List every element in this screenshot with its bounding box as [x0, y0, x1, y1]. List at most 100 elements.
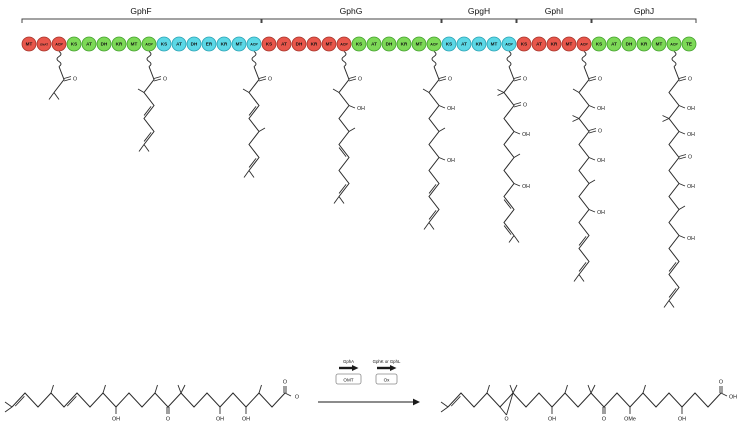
domain-label: KR [551, 42, 558, 47]
carbonyl-bond [153, 78, 162, 82]
domain-at [171, 36, 187, 52]
domain-label: ER [206, 42, 213, 47]
methyl-tick [512, 384, 518, 394]
double-bond [143, 132, 152, 142]
atom-label-o: O [598, 77, 602, 83]
atom-label-o: O [719, 380, 723, 386]
carbonyl-bond [513, 102, 522, 105]
atom-label-terminal: OH [729, 395, 737, 401]
ppant-squiggle [581, 51, 587, 67]
carbonyl-bond [588, 76, 597, 79]
domain-label: ACP [145, 43, 153, 47]
atom-label-o: O [166, 417, 170, 423]
domain-ks [591, 36, 607, 52]
carbonyl-bond [153, 76, 162, 79]
epoxide-bond [499, 406, 507, 416]
domain-at [606, 36, 622, 52]
double-bond [503, 199, 512, 209]
methyl-tick [678, 205, 686, 210]
domain-mt [651, 36, 667, 52]
domain-label: ACP [430, 43, 438, 47]
double-bond [143, 106, 152, 116]
protein-label-gpgh: GpgH [468, 6, 490, 16]
methyl-tick [177, 384, 182, 394]
methyl-tick [258, 384, 262, 394]
hydroxyl-bond [513, 131, 521, 135]
carbonyl-bond [678, 154, 687, 157]
hydroxyl-bond [348, 105, 356, 109]
domain-label: MT [131, 42, 138, 47]
methyl-tick [348, 127, 356, 132]
protein-label-gphg: GphG [340, 6, 363, 16]
atom-label-oh: OH [242, 417, 250, 423]
double-bond [428, 184, 437, 194]
methyl-tick [662, 118, 670, 122]
methyl-tick [440, 406, 449, 413]
domain-label: MT [491, 42, 498, 47]
domain-acp [336, 36, 352, 52]
carbonyl-bond [258, 76, 267, 79]
double-bond [248, 106, 257, 116]
domain-ks [66, 36, 82, 52]
protein-bracket [516, 18, 592, 23]
carbonyl-bond [258, 78, 267, 82]
bond-chain [447, 392, 722, 408]
hydroxyl-bond [678, 131, 686, 135]
domain-label: MT [656, 42, 663, 47]
domain-dh [96, 36, 112, 52]
hydroxyl-bond [678, 105, 686, 109]
main-arrowhead-icon [413, 398, 420, 406]
double-bond [66, 396, 77, 407]
domain-gnat [36, 36, 52, 52]
methyl-tick [564, 384, 568, 394]
methyl-tick [578, 274, 585, 282]
hydroxyl-bond [678, 183, 686, 187]
bond-chain [503, 66, 515, 236]
domain-at [366, 36, 382, 52]
carbonyl-bond [678, 156, 687, 160]
domain-dh [291, 36, 307, 52]
atom-label-o: O [504, 417, 508, 423]
atom-label-oh: OH [522, 132, 530, 138]
hydroxyl-bond [438, 105, 446, 109]
atom-label-oh: OH [447, 106, 455, 112]
atom-label-o: O [523, 77, 527, 83]
domain-at [531, 36, 547, 52]
domain-label: KR [476, 42, 483, 47]
domain-label: AT [281, 42, 287, 47]
domain-mt [486, 36, 502, 52]
double-bond [578, 236, 587, 246]
domain-label: KR [311, 42, 318, 47]
domain-kr [471, 36, 487, 52]
atom-label-ome: OMe [624, 417, 636, 423]
domain-at [81, 36, 97, 52]
double-bond [14, 396, 25, 407]
atom-label-oh: OH [112, 417, 120, 423]
hydroxyl-bond [588, 209, 596, 213]
ppant-squiggle [671, 51, 677, 67]
methyl-tick [4, 406, 13, 413]
methyl-tick [513, 153, 521, 158]
domain-label: ACP [55, 43, 63, 47]
ppant-squiggle [431, 51, 437, 67]
carbonyl-bond [678, 78, 687, 82]
double-bond [503, 225, 512, 235]
methyl-tick [662, 115, 670, 119]
hydroxyl-bond [588, 105, 596, 109]
hydroxyl-bond [284, 392, 292, 397]
domain-ks [516, 36, 532, 52]
step2-arrowhead-icon [390, 365, 397, 371]
double-bond [338, 147, 347, 157]
domain-acp [51, 36, 67, 52]
bond-chain [53, 66, 65, 93]
protein-bracket [21, 18, 262, 23]
domain-label: ACP [250, 43, 258, 47]
atom-label-oh: OH [548, 417, 556, 423]
epoxide-bond [506, 392, 514, 416]
domain-label: AT [371, 42, 377, 47]
domain-label: KS [356, 42, 362, 47]
domain-label: ACP [580, 43, 588, 47]
